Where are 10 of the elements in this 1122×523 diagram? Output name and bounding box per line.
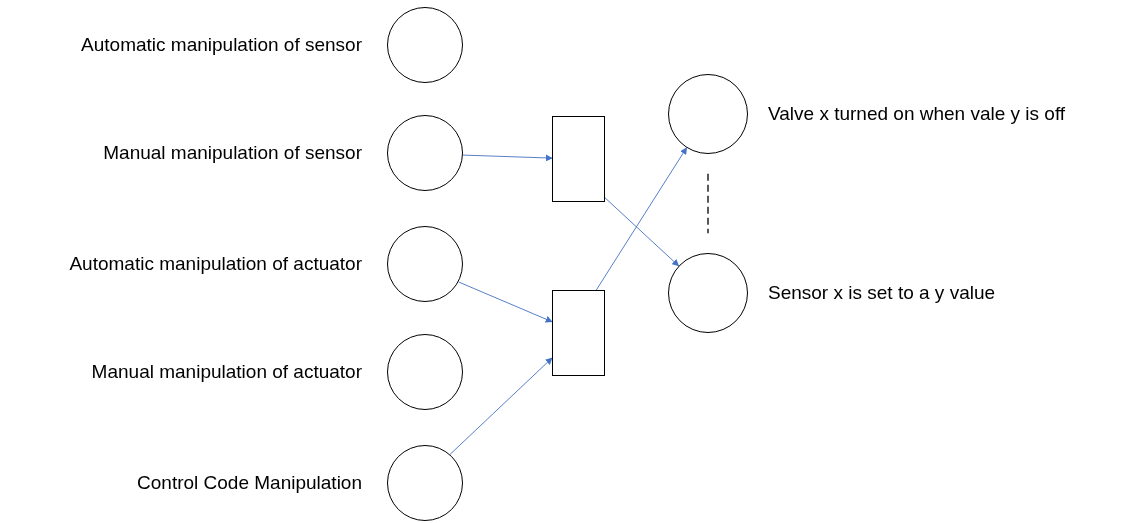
- node-caption: Sensor x is set to a y value: [768, 281, 996, 305]
- transition-box: [552, 116, 605, 202]
- transition-box: [552, 290, 605, 376]
- node-caption: Automatic manipulation of sensor: [81, 33, 362, 57]
- node-caption: Control Code Manipulation: [137, 471, 362, 495]
- node-caption: Automatic manipulation of actuator: [69, 252, 362, 276]
- node-caption: Manual manipulation of actuator: [91, 360, 362, 384]
- node-caption: Valve x turned on when vale y is off: [768, 102, 1066, 126]
- node-caption: Manual manipulation of sensor: [103, 141, 362, 165]
- dashed-line: [707, 173, 709, 234]
